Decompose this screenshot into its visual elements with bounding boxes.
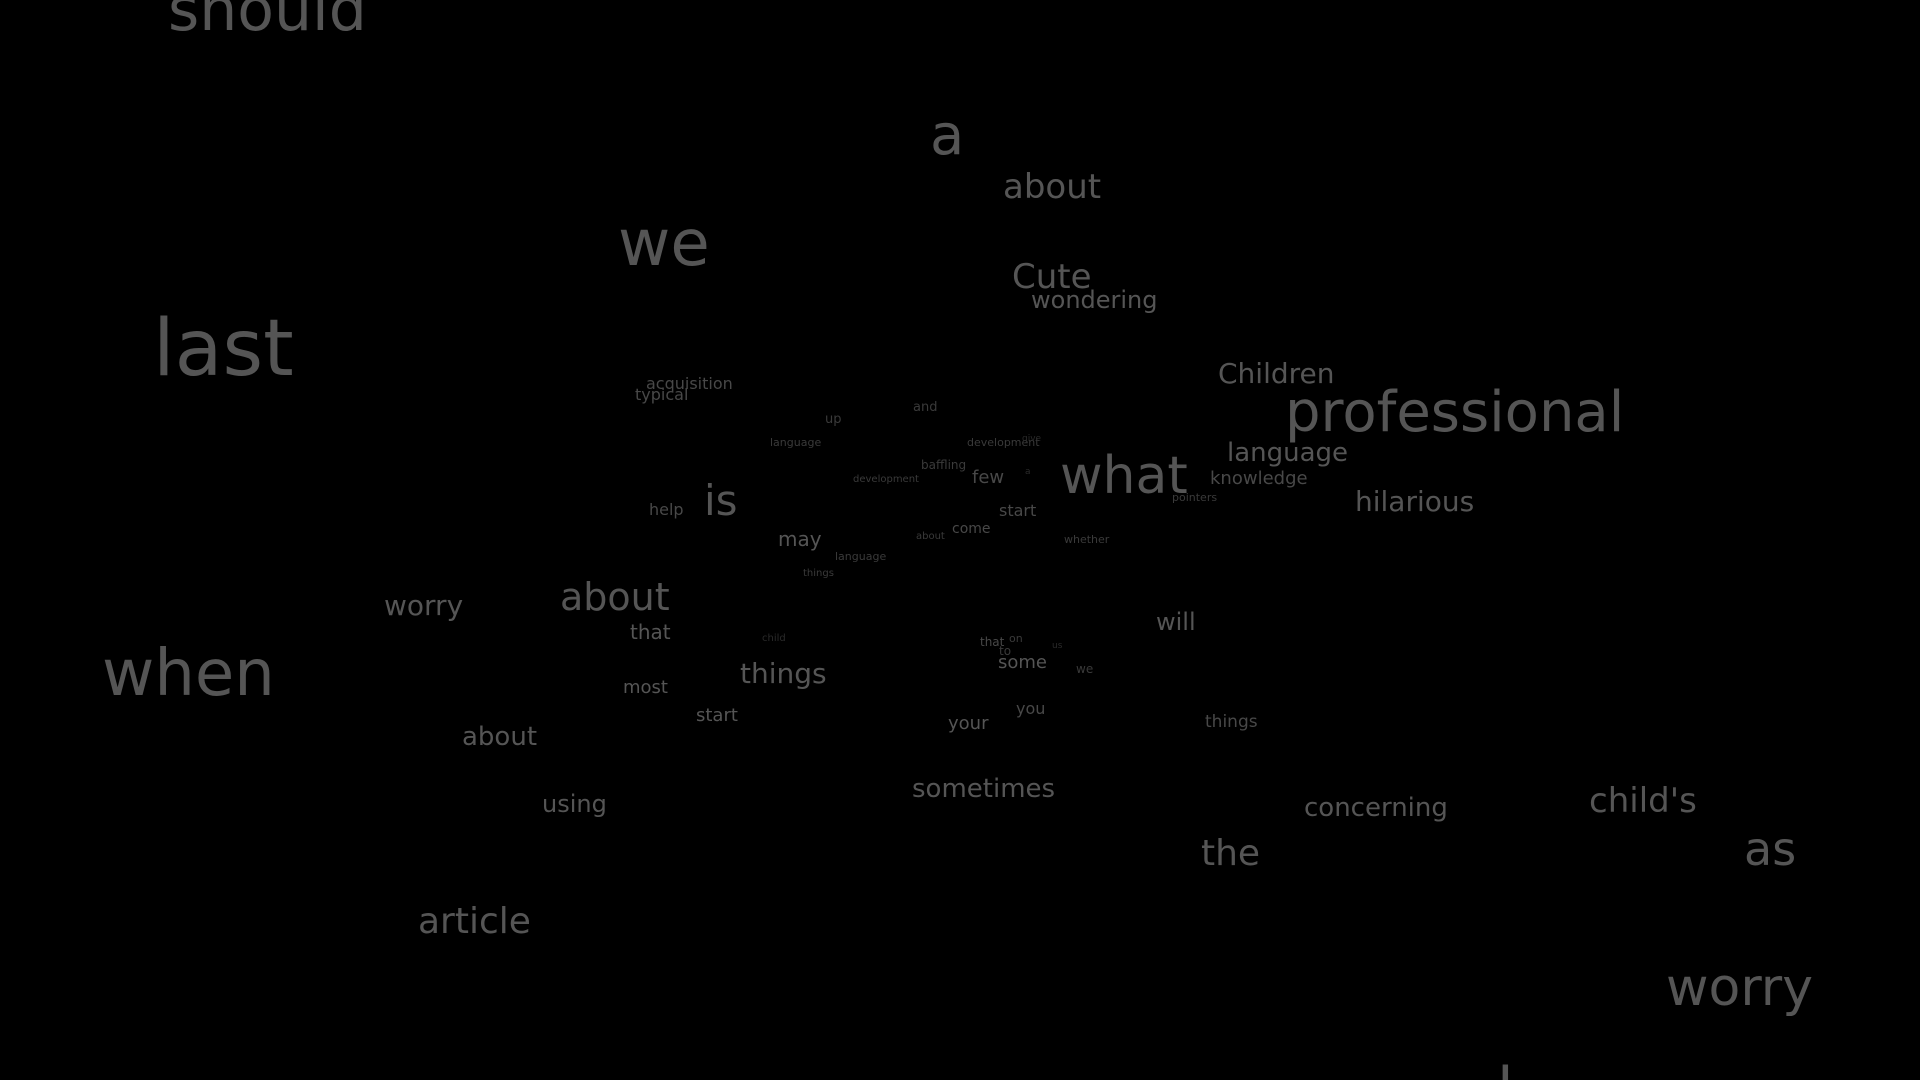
word-childs: child's	[1589, 781, 1697, 821]
word-article: article	[418, 901, 531, 942]
word-children: Children	[1218, 357, 1335, 390]
word-that-center: that	[980, 635, 1005, 649]
word-you: you	[1016, 699, 1046, 718]
word-hilarious: hilarious	[1355, 485, 1475, 518]
word-last: last	[153, 304, 294, 394]
word-things-tiny: things	[803, 568, 834, 579]
word-worry-left: worry	[384, 589, 464, 622]
word-on: on	[1009, 632, 1023, 645]
word-to: to	[999, 644, 1012, 658]
word-things-right: things	[1205, 712, 1258, 732]
word-a-top: a	[930, 103, 965, 168]
word-us: us	[1052, 641, 1063, 651]
word-is: is	[704, 476, 738, 525]
word-what: what	[1060, 446, 1188, 506]
word-things-center: things	[740, 657, 827, 690]
word-we-top: we	[618, 207, 710, 281]
word-come: come	[952, 521, 991, 537]
word-and: and	[913, 400, 938, 415]
word-acquisition: acquisition	[646, 374, 733, 393]
word-help: help	[649, 500, 684, 519]
word-about-tiny: about	[916, 531, 945, 542]
word-may: may	[778, 527, 822, 551]
word-most: most	[623, 677, 668, 698]
word-concerning: concerning	[1304, 793, 1448, 823]
word-typical: typical	[635, 385, 689, 404]
word-will: will	[1156, 608, 1196, 636]
word-cute: Cute	[1012, 257, 1092, 297]
word-when: when	[102, 637, 275, 711]
word-few: few	[972, 467, 1005, 488]
word-cut-glyph: l	[1497, 1060, 1514, 1080]
word-about-top: about	[1003, 167, 1102, 207]
word-as: as	[1744, 822, 1797, 876]
word-using: using	[542, 790, 607, 818]
word-a-tiny: a	[1025, 467, 1031, 477]
word-language-small: language	[770, 436, 822, 449]
word-some: some	[998, 652, 1047, 673]
word-professional: professional	[1285, 380, 1625, 445]
word-should: should	[168, 0, 367, 45]
word-baffling: baffling	[921, 458, 967, 472]
word-development-mid: development	[967, 436, 1040, 449]
word-wondering: wondering	[1031, 286, 1158, 314]
word-language-right: language	[1227, 438, 1349, 468]
word-development-left: development	[853, 474, 919, 485]
word-pointers: pointers	[1172, 491, 1218, 504]
word-about-left: about	[560, 575, 670, 619]
word-knowledge: knowledge	[1210, 468, 1308, 489]
word-worry-right: worry	[1666, 958, 1813, 1018]
word-give: give	[1022, 434, 1042, 444]
word-language-tiny: language	[835, 550, 887, 563]
word-up: up	[825, 412, 842, 427]
word-the: the	[1201, 833, 1261, 874]
word-whether: whether	[1064, 533, 1110, 546]
word-sometimes: sometimes	[912, 774, 1056, 804]
word-start-left: start	[696, 705, 738, 726]
word-about-lower: about	[462, 722, 538, 752]
word-start-center: start	[999, 501, 1037, 520]
word-we-small: we	[1076, 662, 1094, 676]
word-your: your	[948, 713, 989, 734]
word-that-left: that	[630, 620, 671, 644]
word-child-tiny: child	[762, 633, 786, 644]
